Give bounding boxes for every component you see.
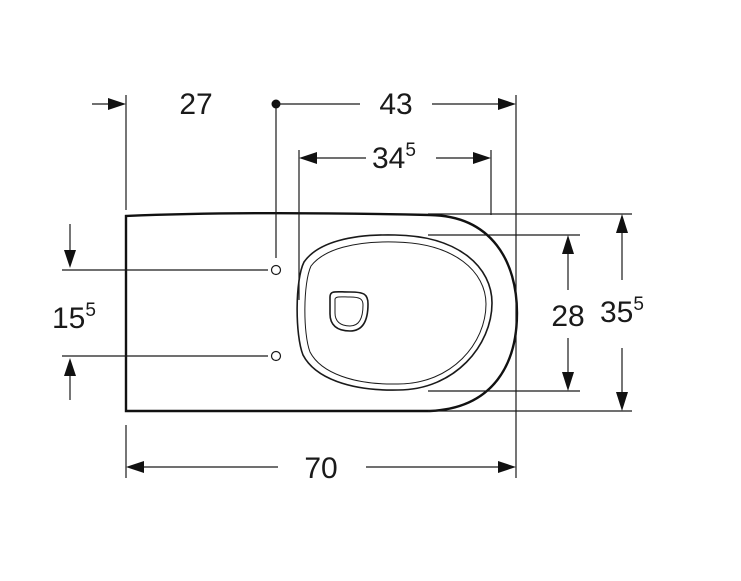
dim-43-label: 43	[379, 88, 412, 121]
dim-43-arrow	[498, 98, 516, 110]
dim-70-label: 70	[304, 452, 337, 485]
dim-27-label: 27	[179, 88, 212, 121]
dim-35-5-arrow-top	[616, 214, 628, 233]
dim-70-arrow-right	[498, 461, 516, 473]
dim-34-5-arrow-left	[299, 152, 317, 164]
mounting-hole-bottom	[270, 350, 282, 362]
dim-28-arrow-bottom	[562, 372, 574, 391]
bowl-inner-outline	[304, 241, 487, 385]
dim-35-5-arrow-bottom	[616, 392, 628, 411]
dim-34-5-arrow-right	[473, 152, 491, 164]
drain-outlet-inner	[334, 296, 364, 327]
dim-15-5-label: 155	[52, 300, 96, 335]
dim-70-arrow-left	[126, 461, 144, 473]
dim-35-5-label: 355	[600, 294, 644, 329]
dim-27-arrow	[108, 98, 126, 110]
dim-15-5-arrow-bottom	[64, 358, 76, 376]
dim-28-label: 28	[551, 300, 584, 333]
mounting-hole-top	[270, 264, 282, 276]
dim-34-5-label: 345	[372, 140, 416, 175]
toilet-body-outline	[124, 212, 519, 413]
bowl-outline	[296, 234, 493, 391]
drain-outlet	[329, 290, 369, 332]
dim-28-arrow-top	[562, 235, 574, 254]
dim-15-5-arrow-top	[64, 250, 76, 268]
